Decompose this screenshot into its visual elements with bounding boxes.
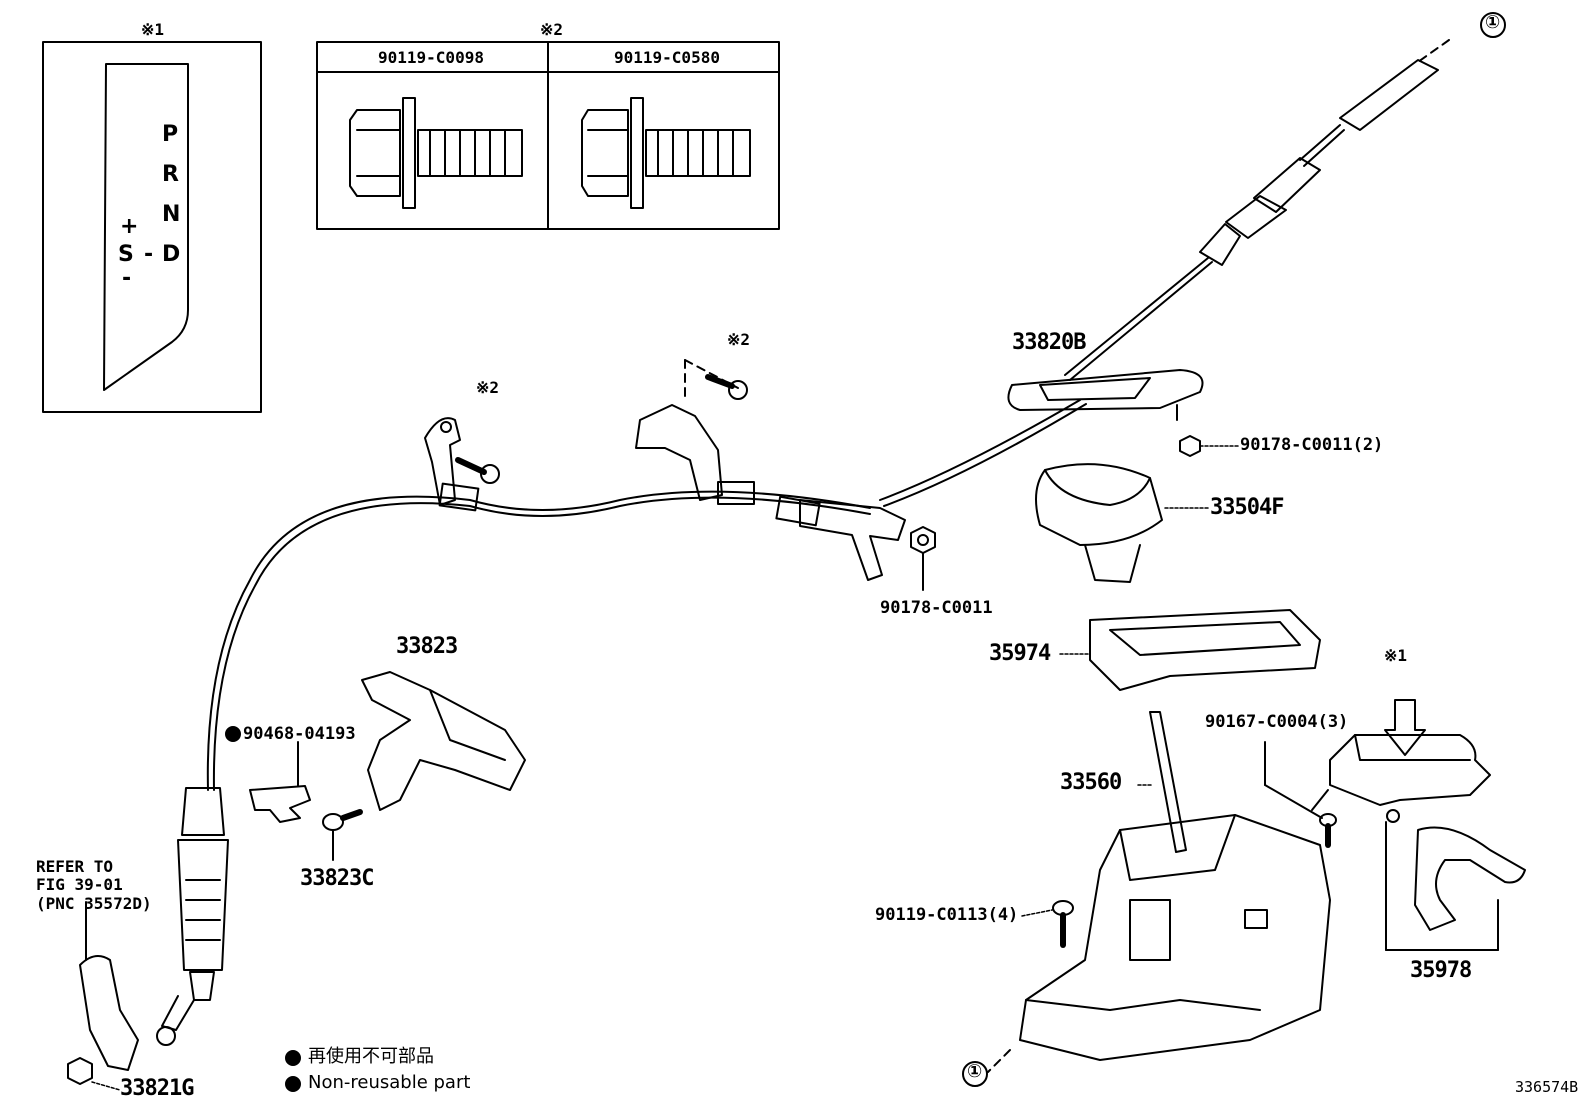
note-mark-2a: ※2 — [476, 378, 500, 397]
shift-lock-unit — [1311, 734, 1491, 823]
label-33504F: 33504F — [1210, 495, 1284, 520]
shift-cable-middle — [879, 399, 1081, 501]
legend-english: Non-reusable part — [308, 1072, 471, 1093]
cable-bracket-middle — [635, 404, 723, 501]
gear-plus: + — [120, 214, 139, 239]
bolt-icon-a — [455, 457, 500, 484]
bolt-label-2: 90119-C0580 — [614, 48, 720, 67]
bolt-label-1: 90119-C0098 — [378, 48, 484, 67]
shift-knob-33504F — [1035, 463, 1163, 546]
callout-circle-bottom — [962, 1061, 988, 1087]
note-mark-2b: ※2 — [727, 330, 751, 349]
refer-note: REFER TO FIG 39-01 (PNC 35572D) — [36, 857, 152, 913]
label-90178-C0011-2: 90178-C0011(2) — [1240, 435, 1384, 455]
shift-cable-upper — [1064, 39, 1450, 381]
bracket-33823 — [361, 671, 526, 811]
gear-D: D — [162, 242, 181, 267]
non-reusable-bullet — [225, 726, 241, 742]
shift-cable-loop — [206, 490, 871, 791]
label-90167-C0004-3: 90167-C0004(3) — [1205, 712, 1349, 732]
label-33823C: 33823C — [300, 866, 374, 891]
inset-1-mark: ※1 — [141, 20, 165, 39]
bolt-icon-b — [705, 374, 748, 400]
callout-1-top: ① — [1485, 12, 1501, 33]
label-90178-C0011: 90178-C0011 — [880, 598, 993, 618]
label-33820B: 33820B — [1012, 330, 1086, 355]
shift-gate-panel — [103, 63, 189, 391]
wire-harness-35978 — [1414, 826, 1526, 931]
gear-N: N — [162, 202, 181, 227]
cable-bracket-33820B — [1007, 369, 1204, 411]
legend-japanese: 再使用不可部品 — [308, 1046, 434, 1067]
legend-bullet-1 — [285, 1050, 301, 1066]
note-mark-1: ※1 — [1384, 646, 1408, 665]
legend-bullet-2 — [285, 1076, 301, 1092]
arrow-down-icon — [1384, 699, 1426, 756]
nut-90178-C0011-2-icon — [1179, 435, 1201, 457]
gear-R: R — [162, 162, 179, 187]
diagram-id: 336574B — [1515, 1078, 1579, 1096]
gear-dash: - — [144, 242, 154, 267]
shift-lever-assembly-33560 — [1019, 711, 1331, 1061]
bolt-90119-C0113-icon — [1052, 900, 1074, 948]
label-33823: 33823 — [396, 634, 458, 659]
inset-1-frame — [42, 41, 262, 413]
screw-33823C-icon — [322, 809, 363, 831]
label-35974: 35974 — [989, 641, 1051, 666]
nut-33821G-icon — [67, 1057, 93, 1085]
cable-end-bracket — [79, 955, 139, 1071]
cable-bracket-right — [799, 499, 906, 581]
clip-90468-04193 — [249, 785, 311, 823]
cable-bracket-left — [424, 417, 461, 506]
bolt-90119-C0580-drawing — [581, 97, 751, 209]
gear-S: S — [118, 242, 134, 267]
indicator-housing-35974 — [1089, 609, 1321, 691]
callout-1-bottom: ① — [967, 1061, 983, 1082]
label-90468-04193: 90468-04193 — [243, 724, 356, 744]
inset-2-mark: ※2 — [540, 20, 564, 39]
nut-90178-C0011-icon — [910, 526, 936, 554]
label-33821G: 33821G — [120, 1076, 194, 1099]
callout-circle-top — [1480, 12, 1506, 38]
gear-P: P — [162, 122, 179, 147]
label-90119-C0113-4: 90119-C0113(4) — [875, 905, 1019, 925]
bolt-90167-C0004-icon — [1319, 813, 1337, 848]
shift-cable-lower-end — [156, 787, 229, 1046]
bolt-90119-C0098-drawing — [349, 97, 523, 209]
gear-minus: - — [122, 266, 132, 291]
label-33560: 33560 — [1060, 770, 1122, 795]
label-35978: 35978 — [1410, 958, 1472, 983]
